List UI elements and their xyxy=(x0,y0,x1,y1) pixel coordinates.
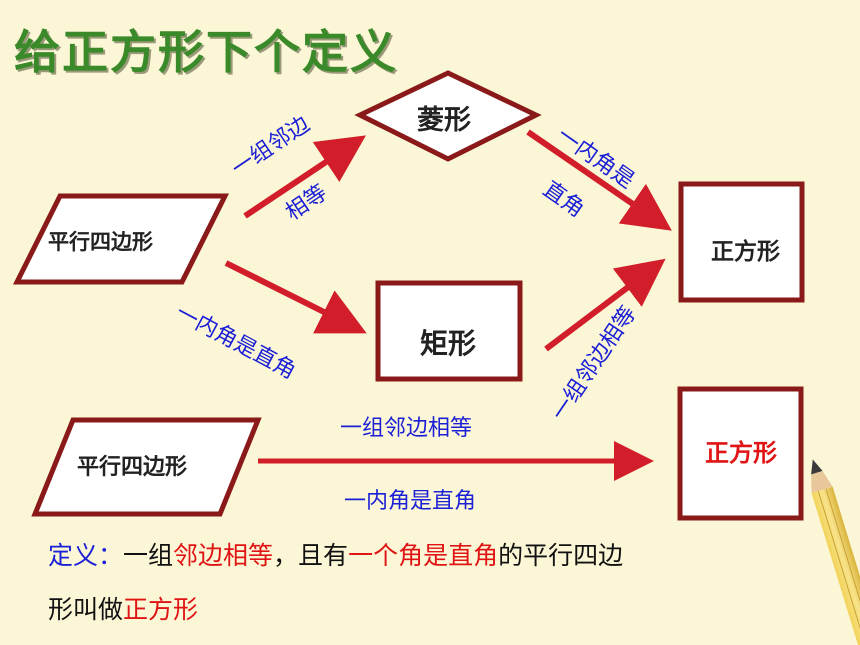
arrow-rect-to-square xyxy=(544,258,666,352)
node-square-top: 正方形 xyxy=(711,239,780,265)
node-rhombus: 菱形 xyxy=(417,105,471,136)
definition-label: 定义： xyxy=(48,541,124,570)
definition-part-7: 正方形 xyxy=(123,595,199,624)
parallelogram-bottom-shape xyxy=(31,417,262,517)
definition-part-5: 的平行四边 xyxy=(498,541,624,570)
definition-part-3: ，且有 xyxy=(273,541,349,570)
definition-line-2: 形叫做正方形 xyxy=(48,590,198,626)
edge-label-bottom-below: 一内角是直角 xyxy=(344,489,477,514)
definition-part-4: 一个角是直角 xyxy=(348,541,499,570)
edge-label-bottom-above: 一组邻边相等 xyxy=(340,416,473,441)
node-parallelogram-top: 平行四边形 xyxy=(48,230,153,254)
node-parallelogram-bottom: 平行四边形 xyxy=(77,455,188,480)
node-square-bottom: 正方形 xyxy=(705,439,777,467)
definition-line-1: 定义：一组邻边相等，且有一个角是直角的平行四边 xyxy=(48,536,623,572)
square-top-shape xyxy=(678,181,805,303)
square-bottom-shape xyxy=(677,386,804,521)
rectangle-shape xyxy=(375,280,523,382)
pencil-icon xyxy=(811,459,860,645)
node-rectangle: 矩形 xyxy=(420,327,477,360)
arrow-rhombus-to-square xyxy=(526,129,672,231)
arrow-para-to-rect xyxy=(224,260,367,334)
parallelogram-top-shape xyxy=(12,193,230,285)
page-title: 给正方形下个定义 xyxy=(14,25,398,79)
rhombus-shape xyxy=(354,70,542,162)
definition-part-2: 邻边相等 xyxy=(173,541,274,570)
arrow-para-to-rhombus xyxy=(243,135,366,219)
definition-part-1: 一组 xyxy=(123,541,174,570)
definition-part-6: 形叫做 xyxy=(48,595,124,624)
